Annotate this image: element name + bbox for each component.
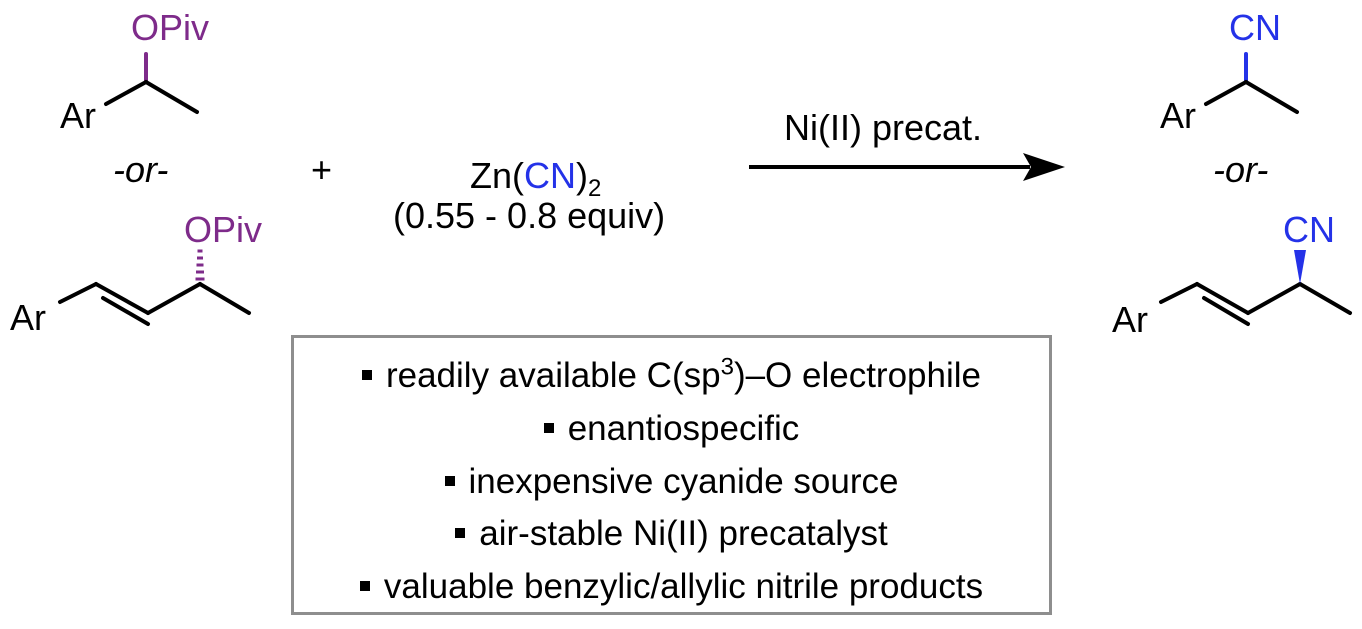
bullet-icon (361, 369, 372, 380)
alkene-second-bond (1202, 296, 1250, 326)
product-top-bonds (1204, 52, 1299, 114)
bullet-icon (359, 580, 370, 591)
substrate-bottom-bonds (58, 282, 251, 326)
c-methyl-bond (1244, 80, 1299, 114)
feature-item-enantiospecific: enantiospecific (294, 409, 1049, 449)
reagent-equiv: (0.55 - 0.8 equiv) (393, 195, 666, 236)
ar-vinyl-bond (58, 282, 98, 304)
reagent-suffix: ) (576, 155, 588, 196)
features-box: readily available C(sp3)–O electrophile … (291, 335, 1052, 615)
arrow-label: Ni(II) precat. (784, 107, 983, 148)
ar-c-bond (1204, 80, 1248, 106)
reagent-formula: Zn(CN)2 (470, 155, 601, 201)
reagent-cyanide: CN (524, 155, 576, 196)
feature-item-cyanide-source: inexpensive cyanide source (294, 462, 1049, 502)
substrate-top-bonds (104, 52, 199, 114)
allyl-bond (1246, 282, 1302, 315)
methyl-bond (1298, 282, 1352, 315)
product-top-cn: CN (1229, 7, 1281, 48)
reaction-arrow (749, 153, 1065, 181)
feature-item-precatalyst: air-stable Ni(II) precatalyst (294, 514, 1049, 554)
substrate-top-ar: Ar (60, 95, 96, 136)
substrate-top-opiv: OPiv (131, 7, 210, 48)
hashed-wedge-bond (195, 249, 205, 281)
or-label-right: -or- (1213, 149, 1269, 190)
solid-wedge-bond (1294, 250, 1306, 284)
methyl-bond (198, 282, 251, 315)
bullet-icon (444, 475, 455, 486)
or-label-left: -or- (113, 149, 169, 190)
ar-vinyl-bond (1159, 282, 1199, 304)
ar-c-bond (104, 80, 148, 106)
allyl-bond (146, 282, 202, 315)
c-methyl-bond (144, 80, 199, 114)
reagent-subscript: 2 (588, 175, 602, 203)
product-bottom-ar: Ar (1112, 299, 1148, 340)
alkene-bond (94, 282, 150, 315)
substrate-bottom-ar: Ar (10, 297, 46, 338)
bullet-icon (455, 527, 466, 538)
product-bottom-cn: CN (1283, 209, 1335, 250)
substrate-bottom-opiv: OPiv (184, 209, 263, 250)
feature-item-products: valuable benzylic/allylic nitrile produc… (294, 567, 1049, 607)
alkene-bond (1195, 282, 1250, 315)
arrow-head (1023, 153, 1065, 181)
plus-sign: + (311, 149, 333, 190)
product-bottom-bonds (1159, 282, 1352, 326)
bullet-icon (543, 422, 554, 433)
reagent-prefix: Zn( (470, 155, 524, 196)
alkene-second-bond (101, 296, 150, 326)
product-top-ar: Ar (1160, 95, 1196, 136)
feature-item-electrophile: readily available C(sp3)–O electrophile (294, 355, 1049, 396)
